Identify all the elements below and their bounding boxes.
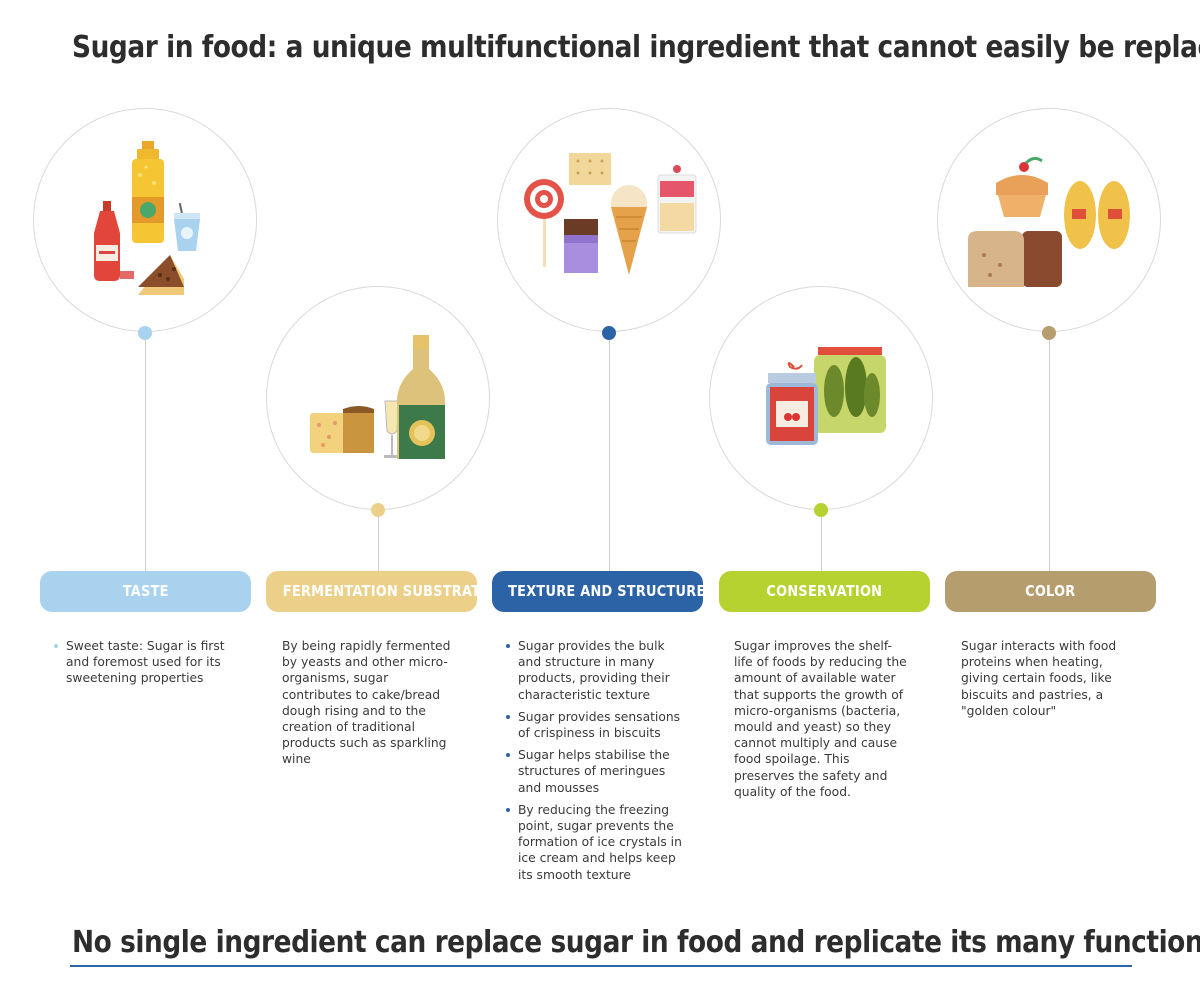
color-label: COLOR <box>1025 582 1076 600</box>
color-illustration-circle <box>937 108 1161 332</box>
cracker-icon <box>569 153 611 185</box>
conservation-illustration-circle <box>709 286 933 510</box>
fermentation-paragraph: By being rapidly fermented by yeasts and… <box>282 639 451 767</box>
taste-label: TASTE <box>122 582 169 600</box>
footer-underline <box>70 965 1132 967</box>
color-label-pill: COLOR <box>945 571 1156 612</box>
taste-illustration-circle <box>33 108 257 332</box>
fermentation-illustration-circle <box>266 286 490 510</box>
connector-line-fermentation <box>378 516 379 571</box>
soda-cup-icon <box>174 202 200 251</box>
texture-bullet: Sugar provides sensations of crispiness … <box>506 709 691 741</box>
connector-line-texture <box>609 338 610 571</box>
conservation-label: CONSERVATION <box>766 582 883 600</box>
pickle-jar-icon <box>814 347 886 433</box>
lollipop-icon <box>524 179 564 267</box>
texture-bullet: Sugar helps stabilise the structures of … <box>506 747 691 796</box>
taste-label-pill: TASTE <box>40 571 251 612</box>
taste-connector-dot <box>138 326 152 340</box>
connector-line-color <box>1049 338 1050 571</box>
bread-icon <box>968 231 1062 287</box>
texture-description: Sugar provides the bulk and structure in… <box>506 638 691 889</box>
fermentation-connector-dot <box>371 503 385 517</box>
page-title: Sugar in food: a unique multifunctional … <box>72 30 1200 65</box>
footer-statement: No single ingredient can replace sugar i… <box>72 925 1200 960</box>
pie-slice-icon <box>120 255 184 295</box>
juice-bottle-icon <box>132 141 164 243</box>
conservation-connector-dot <box>814 503 828 517</box>
wine-glass-icon <box>384 400 400 458</box>
color-description: Sugar interacts with food proteins when … <box>949 638 1134 719</box>
jam-jar-icon <box>766 362 818 445</box>
taste-bullet: Sweet taste: Sugar is first and foremost… <box>54 638 239 687</box>
taste-description: Sweet taste: Sugar is first and foremost… <box>54 638 239 693</box>
cupcake-icon <box>996 156 1048 217</box>
connector-line-conservation <box>821 516 822 571</box>
bread-loaf-icon <box>310 406 374 453</box>
fermentation-label: FERMENTATION SUBSTRATE <box>282 582 477 600</box>
ketchup-bottle-icon <box>94 201 120 281</box>
texture-connector-dot <box>602 326 616 340</box>
color-connector-dot <box>1042 326 1056 340</box>
chocolate-bar-icon <box>564 219 598 273</box>
fermentation-description: By being rapidly fermented by yeasts and… <box>270 638 455 768</box>
conservation-description: Sugar improves the shelf-life of foods b… <box>722 638 907 800</box>
mousse-cup-icon <box>657 165 697 234</box>
fermentation-label-pill: FERMENTATION SUBSTRATE <box>266 571 477 612</box>
connector-line-taste <box>145 338 146 571</box>
conservation-paragraph: Sugar improves the shelf-life of foods b… <box>734 639 907 799</box>
texture-illustration-circle <box>497 108 721 332</box>
texture-label-pill: TEXTURE AND STRUCTURE <box>492 571 703 612</box>
texture-bullet: By reducing the freezing point, sugar pr… <box>506 802 691 883</box>
champagne-bottle-icon <box>397 335 445 459</box>
conservation-label-pill: CONSERVATION <box>719 571 930 612</box>
texture-label: TEXTURE AND STRUCTURE <box>508 582 703 600</box>
ice-cream-cone-icon <box>611 185 647 275</box>
croissant-icon <box>1064 181 1130 249</box>
color-paragraph: Sugar interacts with food proteins when … <box>961 639 1117 718</box>
texture-bullet: Sugar provides the bulk and structure in… <box>506 638 691 703</box>
